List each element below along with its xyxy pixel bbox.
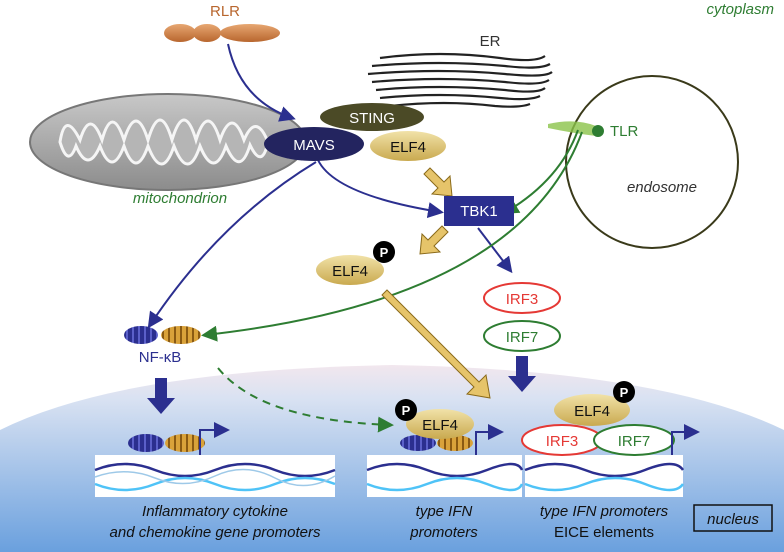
cytoplasm-label: cytoplasm (706, 1, 774, 18)
promoter3-caption-line2: EICE elements (554, 524, 654, 541)
phospho-label-3: P (620, 385, 629, 400)
promoter1-caption-line2: and chemokine gene promoters (110, 524, 321, 541)
promoter2-caption-line2: promoters (409, 524, 478, 541)
irf7-label: IRF7 (506, 329, 539, 346)
phospho-label-2: P (402, 403, 411, 418)
irf7-nuc-label: IRF7 (618, 433, 651, 450)
nfkb-complex (124, 326, 201, 344)
irf7-protein (483, 320, 561, 352)
elf4-phospho-label: ELF4 (332, 263, 368, 280)
endosome-label: endosome (627, 179, 697, 196)
phospho-label-1: P (380, 245, 389, 260)
nucleus-label-box (693, 504, 773, 532)
irf3-label: IRF3 (506, 291, 539, 308)
elf4-er-protein (370, 131, 446, 161)
rlr-label: RLR (210, 3, 240, 20)
dna-panel-1 (94, 455, 336, 497)
navy-block-arrows (147, 356, 536, 414)
tbk1-kinase (444, 196, 514, 226)
irf3-protein (483, 282, 561, 314)
mitochondrion-label: mitochondrion (133, 190, 227, 207)
mavs-label: MAVS (293, 137, 334, 154)
elf4-bound-complex (400, 409, 504, 455)
dna-panel-3 (524, 455, 685, 497)
green-arrows (201, 129, 583, 433)
tlr-label: TLR (610, 123, 639, 140)
elf4-er-label: ELF4 (390, 139, 426, 156)
nfkb-label: NF-κB (139, 349, 182, 366)
elf4-irf-complex (521, 394, 700, 456)
tbk1-label: TBK1 (460, 203, 498, 220)
phospho-badge-3 (613, 381, 635, 403)
irf3-nuc-label: IRF3 (546, 433, 579, 450)
endosome-organelle (565, 75, 739, 249)
navy-arrows (147, 43, 513, 329)
dna-panel-2 (366, 455, 524, 497)
promoter1-caption-line1: Inflammatory cytokine (142, 503, 288, 520)
er-organelle (367, 52, 553, 108)
elf4-nuc-label: ELF4 (422, 417, 458, 434)
sting-protein (320, 103, 424, 131)
rlr-receptor (164, 24, 280, 42)
gold-arrows (381, 167, 491, 399)
mavs-protein (264, 127, 364, 161)
er-label: ER (480, 33, 501, 50)
nfkb-bound-complex (128, 422, 230, 455)
promoter2-caption-line1: type IFN (416, 503, 473, 520)
elf4-nuc2-label: ELF4 (574, 403, 610, 420)
mitochondrion-organelle (29, 93, 307, 191)
phospho-badge-1 (373, 241, 395, 263)
promoter3-caption-line1: type IFN promoters (540, 503, 669, 520)
phospho-badge-2 (395, 399, 417, 421)
elf4-phospho-protein (316, 255, 384, 285)
tlr-receptor (548, 121, 604, 137)
sting-label: STING (349, 110, 395, 127)
nucleus-label: nucleus (707, 511, 759, 528)
